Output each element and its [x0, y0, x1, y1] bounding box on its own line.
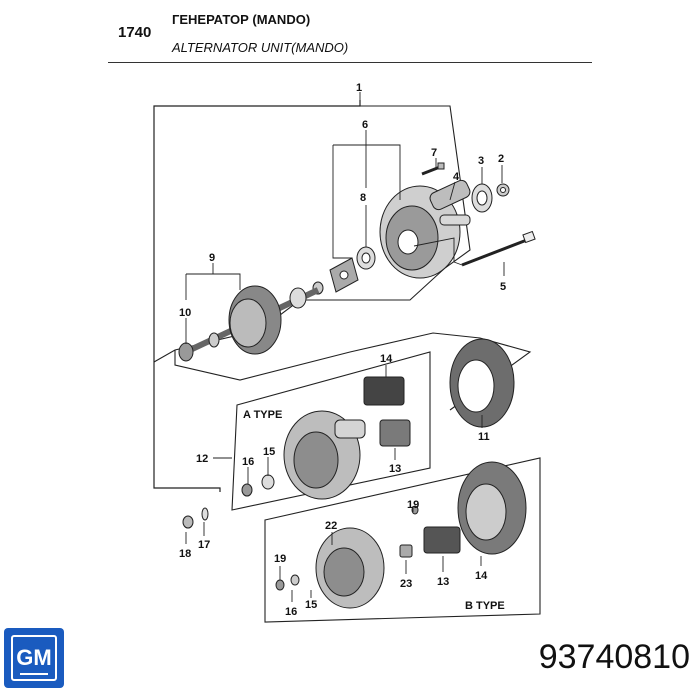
callout-4: 4	[453, 171, 460, 183]
title-russian: ГЕНЕРАТОР (MANDO)	[172, 12, 311, 27]
nut-and-washer	[182, 507, 209, 529]
callout-9: 9	[209, 252, 215, 264]
regulator-a	[363, 376, 411, 447]
callout-19-a: 19	[407, 499, 419, 511]
through-bolt	[461, 230, 536, 267]
stator	[449, 338, 515, 428]
spacer-washer	[312, 246, 376, 295]
rear-housing-b	[315, 527, 385, 609]
callout-23: 23	[400, 578, 412, 590]
callout-12: 12	[196, 453, 208, 465]
callout-18: 18	[179, 548, 191, 560]
small-parts-a	[241, 474, 275, 497]
a-type-label: A TYPE	[243, 409, 282, 421]
callout-17: 17	[198, 539, 210, 551]
gm-logo-underline	[20, 673, 48, 675]
rear-housing-a	[283, 410, 366, 500]
callout-8: 8	[360, 192, 366, 204]
callout-15-b: 15	[305, 599, 317, 611]
gm-logo: GM	[4, 628, 64, 688]
callout-3: 3	[478, 155, 484, 167]
callout-1: 1	[356, 82, 362, 94]
callout-22: 22	[325, 520, 337, 532]
callout-14-a: 14	[380, 353, 393, 365]
callout-13-a: 13	[389, 463, 401, 475]
callout-10: 10	[179, 307, 191, 319]
callout-2: 2	[498, 153, 504, 165]
callout-16-b: 16	[285, 606, 297, 618]
bearing	[471, 183, 510, 213]
callout-7: 7	[431, 147, 437, 159]
front-housing	[379, 179, 471, 279]
callout-5: 5	[500, 281, 506, 293]
callout-19-b: 19	[274, 553, 286, 565]
stator-b	[457, 461, 527, 555]
callout-13-b: 13	[437, 576, 449, 588]
leader-lines	[185, 92, 505, 602]
callout-6: 6	[362, 119, 368, 131]
title-english: ALTERNATOR UNIT(MANDO)	[172, 40, 349, 55]
callout-14-b: 14	[475, 570, 488, 582]
frame-lines	[153, 100, 361, 492]
section-code: 1740	[118, 24, 152, 41]
part-number: 93740810	[538, 638, 690, 676]
gm-logo-mark: GM	[11, 635, 57, 681]
screw	[421, 162, 445, 176]
rotor	[178, 285, 320, 362]
callout-16-a: 16	[242, 456, 254, 468]
a-type-box	[231, 351, 431, 511]
header-divider	[108, 62, 592, 63]
rotor-group-outline	[174, 332, 532, 411]
regulator-b	[275, 505, 461, 591]
callout-15-a: 15	[263, 446, 275, 458]
b-type-label: B TYPE	[465, 600, 505, 612]
callout-11: 11	[478, 431, 490, 443]
b-type-box	[264, 457, 541, 623]
upper-assembly-outline	[153, 105, 471, 363]
